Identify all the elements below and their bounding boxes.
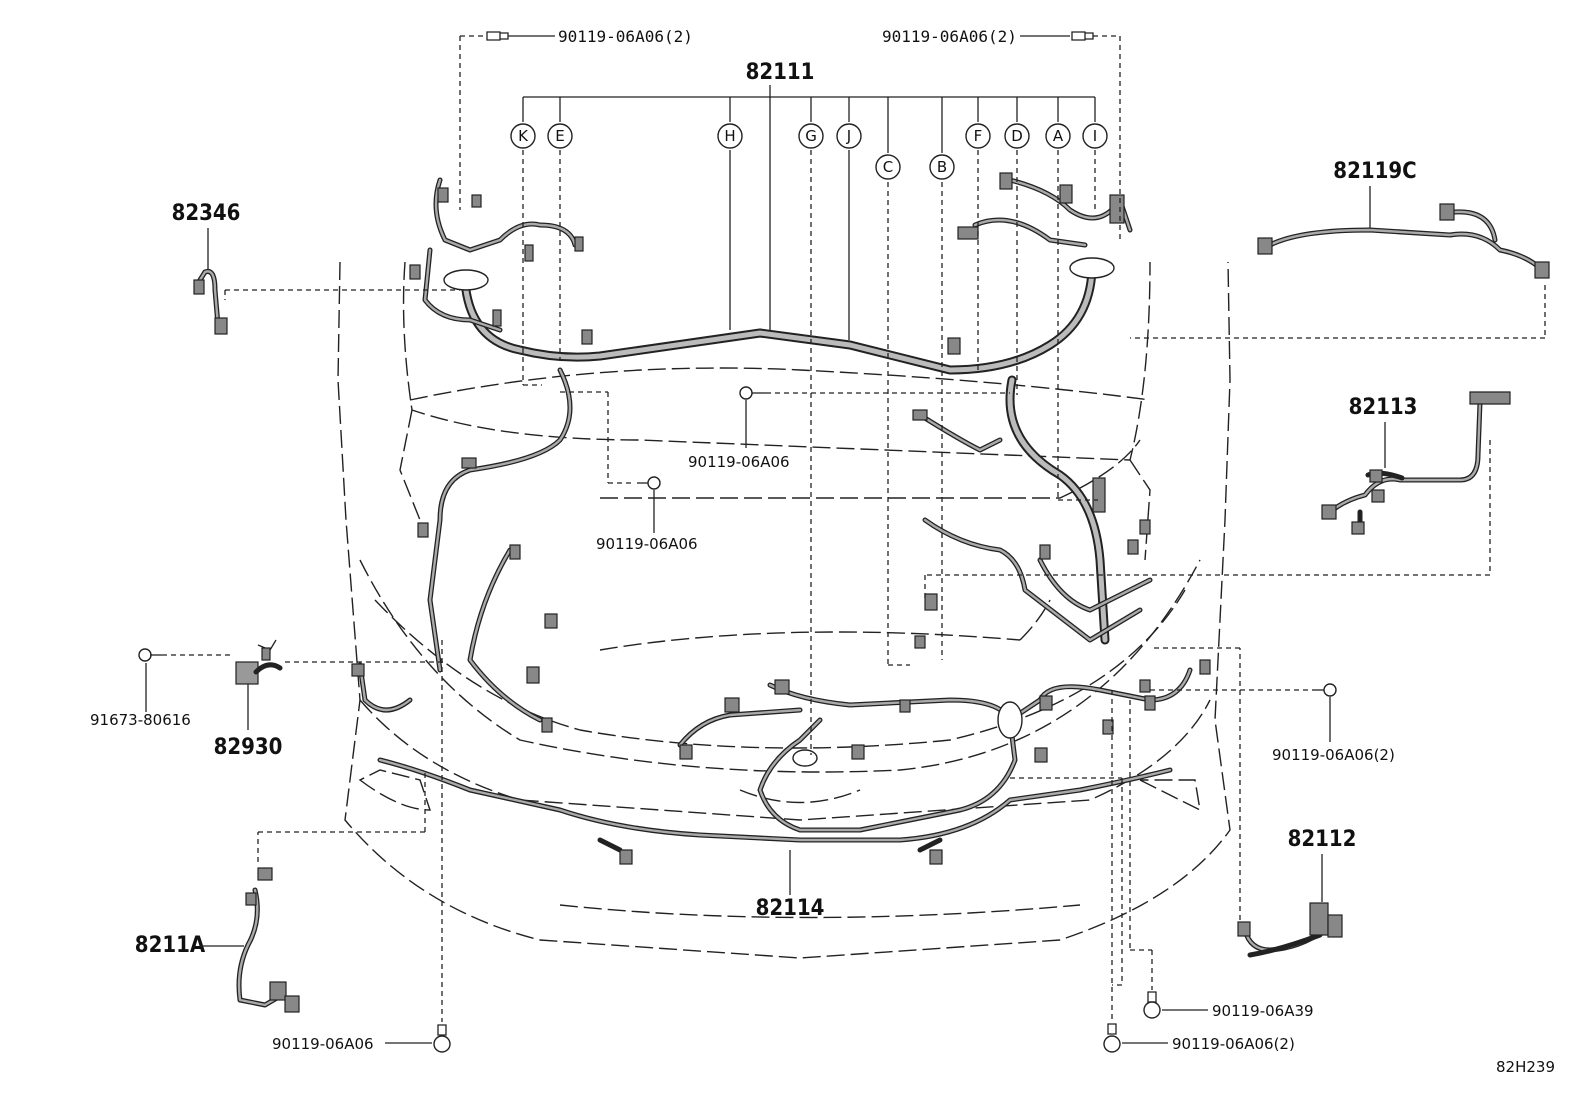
harness-connectors bbox=[351, 172, 1211, 865]
part-82930[interactable]: 82930 bbox=[214, 639, 445, 760]
label-82113: 82113 bbox=[1349, 395, 1418, 420]
letter-e: E bbox=[555, 127, 564, 145]
bolt-center-upper: 90119-06A06 bbox=[688, 386, 1010, 471]
clip-91673-80616: 91673-80616 bbox=[90, 648, 232, 729]
bolt-center-left: 90119-06A06 bbox=[560, 391, 698, 553]
label-bolt-center-upper: 90119-06A06 bbox=[688, 453, 790, 471]
label-82346: 82346 bbox=[172, 201, 241, 226]
label-bolt-right-mid: 90119-06A06(2) bbox=[1272, 746, 1395, 764]
letter-f: F bbox=[974, 127, 983, 145]
label-bolt-top-left: 90119-06A06(2) bbox=[558, 27, 693, 46]
label-8211A: 8211A bbox=[135, 933, 206, 958]
main-harness-82111[interactable] bbox=[422, 177, 1153, 723]
bolt-top-right: 90119-06A06(2) bbox=[882, 27, 1121, 240]
part-82119C[interactable]: 82119C bbox=[1130, 159, 1550, 339]
letter-a: A bbox=[1053, 127, 1064, 145]
bolt-top-left: 90119-06A06(2) bbox=[459, 27, 693, 210]
part-8211A[interactable]: 8211A bbox=[135, 770, 426, 1013]
diagram-code: 82H239 bbox=[1496, 1058, 1555, 1076]
bolt-bottom-left: 90119-06A06 bbox=[272, 640, 451, 1053]
label-bolt-a39: 90119-06A39 bbox=[1212, 1002, 1314, 1020]
label-82114: 82114 bbox=[756, 896, 825, 921]
main-harness-leaders bbox=[522, 85, 1098, 755]
bolt-bottom-right-a39: 90119-06A39 bbox=[1129, 700, 1314, 1020]
label-82111: 82111 bbox=[746, 60, 815, 85]
branch-letter-markers: K E H G J C B F D A I bbox=[510, 123, 1108, 180]
letter-d: D bbox=[1011, 127, 1023, 145]
letter-i: I bbox=[1093, 127, 1097, 145]
bolt-bottom-right: 90119-06A06(2) bbox=[1103, 690, 1295, 1053]
label-bolt-center-left: 90119-06A06 bbox=[596, 535, 698, 553]
front-harness-82114[interactable] bbox=[357, 662, 1193, 853]
vehicle-body-outline bbox=[337, 261, 1231, 959]
label-bolt-top-right: 90119-06A06(2) bbox=[882, 27, 1017, 46]
letter-b: B bbox=[937, 158, 947, 176]
label-82112: 82112 bbox=[1288, 827, 1357, 852]
letter-c: C bbox=[883, 158, 893, 176]
label-82119C: 82119C bbox=[1333, 159, 1416, 184]
letter-j: J bbox=[846, 127, 851, 145]
part-82346[interactable]: 82346 bbox=[172, 201, 460, 335]
label-82930: 82930 bbox=[214, 735, 283, 760]
label-bolt-bottom-right: 90119-06A06(2) bbox=[1172, 1035, 1295, 1053]
bolt-right-mid: 90119-06A06(2) bbox=[1150, 683, 1395, 764]
part-82113[interactable]: 82113 bbox=[924, 391, 1511, 600]
label-bolt-bottom-left: 90119-06A06 bbox=[272, 1035, 374, 1053]
label-clip-91673: 91673-80616 bbox=[90, 711, 191, 729]
letter-g: G bbox=[805, 127, 817, 145]
letter-k: K bbox=[518, 127, 529, 145]
letter-h: H bbox=[724, 127, 735, 145]
part-82112[interactable]: 82112 bbox=[1150, 647, 1357, 958]
